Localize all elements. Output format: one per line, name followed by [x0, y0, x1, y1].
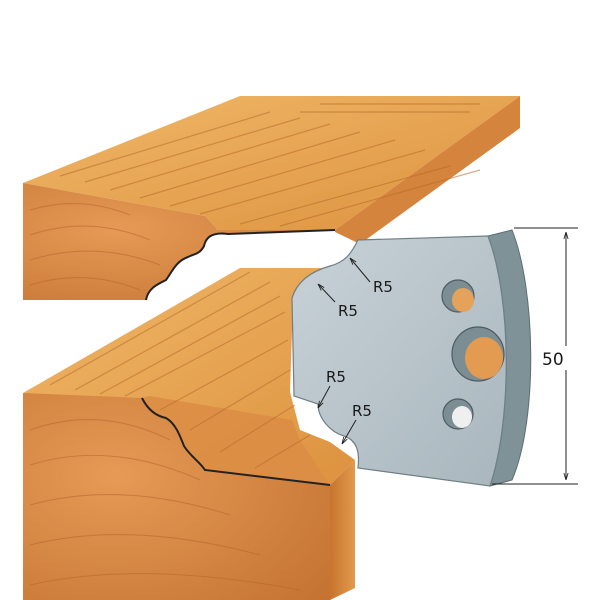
upper-board-side-face	[335, 96, 520, 244]
lower-wood-board	[23, 268, 355, 600]
lower-board-side-face	[330, 460, 355, 600]
height-dimension-label: 50	[542, 350, 564, 370]
radius-label-1: R5	[373, 278, 393, 296]
knife-holes	[441, 279, 505, 430]
radius-leader-2	[318, 284, 336, 303]
upper-board-top-face	[23, 96, 520, 230]
radius-leader-4	[342, 419, 357, 444]
upper-board-profile-line	[145, 229, 336, 301]
lower-board-profile-face	[142, 396, 330, 485]
dimension-label-backdrop	[540, 346, 568, 370]
upper-board-rings	[29, 203, 161, 291]
lower-board-end-grain	[23, 393, 330, 600]
radius-label-4: R5	[352, 402, 372, 420]
upper-wood-board	[23, 96, 520, 301]
radius-label-3: R5	[326, 368, 346, 386]
radius-callouts	[318, 258, 371, 444]
lower-board-grain	[49, 271, 311, 469]
upper-board-grain	[59, 103, 481, 227]
radius-leader-1	[350, 258, 371, 283]
upper-board-end-grain	[23, 183, 335, 300]
lower-board-profile-line	[141, 397, 331, 486]
profile-knife	[291, 229, 532, 487]
lower-board-rings	[29, 419, 301, 591]
radius-label-2: R5	[338, 302, 358, 320]
radius-leader-3	[318, 385, 331, 408]
